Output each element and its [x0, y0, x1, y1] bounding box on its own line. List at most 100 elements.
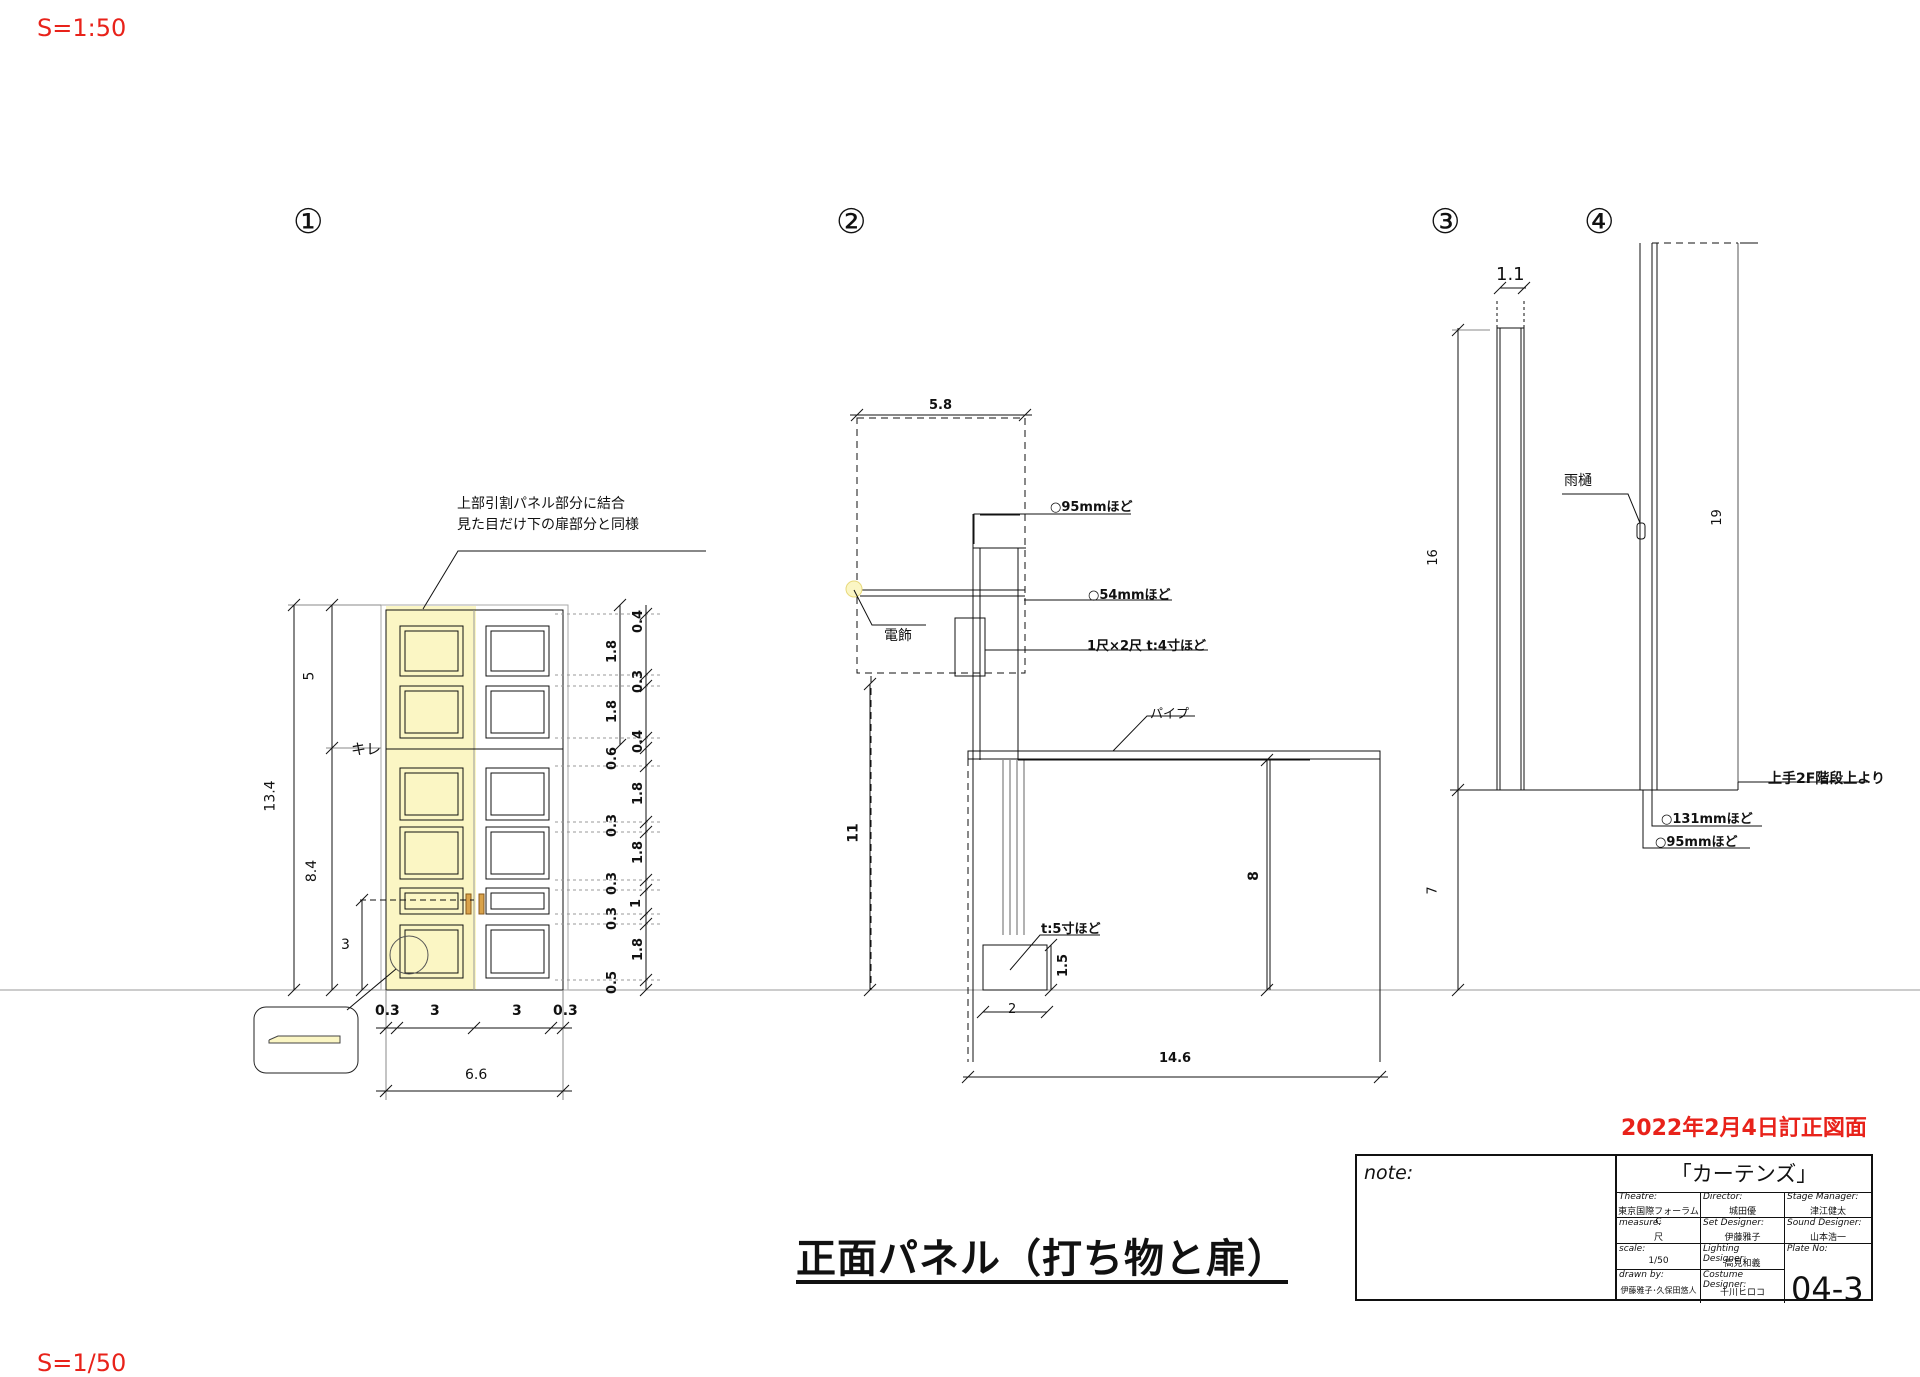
dimension-tick [976, 1005, 990, 1019]
dimension-tick [467, 1021, 481, 1035]
door-dim-right-0: 0.4 [631, 609, 647, 634]
marker-3: ③ [1430, 202, 1461, 242]
dimension-tick [1451, 783, 1465, 797]
door-dim-bottom-0: 0.3 [375, 1003, 400, 1019]
door-dim-right-8: 1.8 [631, 840, 647, 865]
dimension-tick [639, 873, 653, 887]
door-dim-upper: 5 [301, 671, 318, 681]
production-title: 「カーテンズ」 [1617, 1156, 1871, 1193]
marker-1: ① [293, 202, 324, 242]
drawn-by-cell: drawn by:伊藤雅子･久保田悠人 [1617, 1270, 1701, 1303]
dimension-tick [613, 598, 627, 612]
door-dim-right-6: 1.8 [631, 781, 647, 806]
scale-label: scale: [1619, 1244, 1646, 1254]
stage-manager-cell: Stage Manager: 津江健太 [1785, 1192, 1871, 1218]
plate-no-value: 04-3 [1791, 1270, 1864, 1308]
ladder-dim-lower: 7 [1425, 886, 1441, 895]
dimension-tick [325, 983, 339, 997]
door-dim-right-9: 0.3 [605, 871, 621, 896]
lighting-designer-label: Lighting Designer: [1703, 1244, 1747, 1264]
stage-note: 上手2F階段上より [1768, 771, 1886, 787]
dimension-tick [1044, 983, 1058, 997]
dimension-tick [1260, 753, 1274, 767]
dimension-tick [325, 598, 339, 612]
dimension-tick [1040, 1005, 1054, 1019]
pole-dim-top: 5.8 [929, 398, 953, 413]
director-value: 城田優 [1728, 1207, 1756, 1217]
plate-label-cell: Plate No: [1785, 1244, 1871, 1270]
scale-label-top: S=1:50 [37, 14, 127, 42]
dimension-tick [639, 759, 653, 773]
plate-no-label: Plate No: [1787, 1244, 1828, 1254]
box-note: 1尺×2尺 t:4寸ほど [1087, 639, 1206, 654]
dimension-tick [379, 1084, 393, 1098]
stage-manager-value: 津江健太 [1809, 1207, 1846, 1217]
drawn-by-value: 伊藤雅子･久保田悠人 [1620, 1286, 1697, 1295]
step-dim-width: 2 [1008, 1002, 1017, 1017]
dimension-tick [1451, 323, 1465, 337]
dimension-tick [355, 983, 369, 997]
door-dim-right-2: 0.3 [631, 669, 647, 694]
stage-manager-label: Stage Manager: [1787, 1192, 1859, 1202]
pole-mid-note: ○54mmほど [1088, 588, 1171, 603]
lighting-designer-value: 高見和義 [1724, 1259, 1761, 1269]
costume-designer-cell: Costume Designer:十川ヒロコ [1701, 1270, 1785, 1303]
door-dim-right-5: 0.6 [605, 746, 621, 771]
door-dim-bottom-3: 0.3 [553, 1003, 578, 1019]
scale-label-bottom: S=1/50 [37, 1349, 127, 1377]
director-cell: Director: 城田優 [1701, 1192, 1785, 1218]
dimension-tick [639, 679, 653, 693]
sound-designer-value: 山本浩一 [1809, 1233, 1846, 1243]
gutter-pipe-note-1: ○131mmほど [1661, 812, 1753, 827]
dimension-tick [863, 677, 877, 691]
lighting-designer-cell: Lighting Designer:高見和義 [1701, 1244, 1785, 1270]
step-dim-height: 1.5 [1056, 953, 1072, 978]
gutter-label: 雨樋 [1564, 473, 1592, 489]
marker-4: ④ [1584, 202, 1615, 242]
pole-elevation [845, 414, 1388, 1078]
scale-cell: scale:1/50 [1617, 1244, 1701, 1270]
note-box: note: [1357, 1156, 1617, 1299]
door-dim-width-total: 6.6 [465, 1067, 488, 1083]
set-designer-value: 伊藤雅子 [1724, 1233, 1761, 1243]
gutter-elevation [1562, 242, 1870, 849]
ladder-dim-upper: 16 [1425, 549, 1441, 566]
pipe-dim-height: 8 [1245, 871, 1262, 881]
theatre-label: Theatre: [1619, 1192, 1658, 1202]
pole-dim-width-total: 14.6 [1159, 1051, 1192, 1066]
costume-designer-value: 十川ヒロコ [1719, 1288, 1765, 1298]
dimension-tick [639, 607, 653, 621]
door-dim-right-10: 1 [629, 898, 645, 909]
dimension-tick [287, 598, 301, 612]
door-dim-lower: 8.4 [304, 859, 321, 883]
door-dim-right-3: 1.8 [605, 699, 621, 724]
door-elevation [253, 550, 706, 1100]
director-label: Director: [1703, 1192, 1743, 1202]
plate-number: 04-3 [1785, 1270, 1871, 1308]
door-dim-right-13: 0.5 [605, 970, 621, 995]
door-dim-right-7: 0.3 [605, 813, 621, 838]
ladder-elevation [1450, 287, 1738, 990]
measure-cell: measure:尺 [1617, 1218, 1701, 1244]
marker-2: ② [836, 202, 867, 242]
dimension-tick [639, 917, 653, 931]
dimension-tick [1260, 983, 1274, 997]
dimension-tick [850, 408, 864, 422]
step-note: t:5寸ほど [1041, 922, 1101, 937]
dimension-tick [355, 893, 369, 907]
dimension-tick [613, 738, 627, 752]
sound-designer-cell: Sound Designer: 山本浩一 [1785, 1218, 1871, 1244]
kire-label: キレ [351, 740, 382, 758]
ladder-dim-width: 1.1 [1496, 264, 1525, 285]
dimension-tick [1517, 281, 1531, 295]
door-dim-right-4: 0.4 [631, 729, 647, 754]
sound-designer-label: Sound Designer: [1787, 1218, 1862, 1228]
dimension-tick [639, 907, 653, 921]
title-block-info: 「カーテンズ」 Theatre:東京国際フォーラムC Director:城田優 … [1617, 1156, 1871, 1308]
theatre-cell: Theatre:東京国際フォーラムC [1617, 1192, 1701, 1227]
dimension-tick [1373, 1070, 1387, 1084]
door-dim-right-12: 1.8 [631, 937, 647, 962]
dimension-tick [639, 825, 653, 839]
door-dim-right-11: 0.3 [605, 906, 621, 931]
